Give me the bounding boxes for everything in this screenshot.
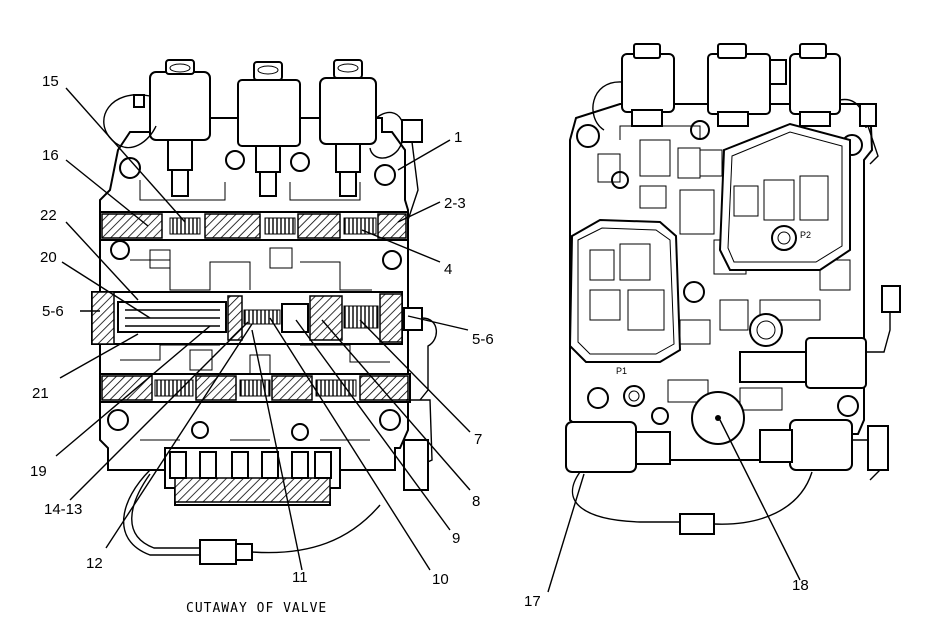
boss — [107, 409, 129, 431]
callout-5-6-left: 5-6 — [42, 303, 64, 320]
boss — [110, 240, 130, 260]
bottom-solenoid-left — [565, 421, 671, 473]
boss — [191, 421, 209, 439]
ext-solenoid-3 — [789, 43, 841, 127]
side-valve — [739, 351, 811, 383]
right-callouts: 17 18 — [524, 577, 809, 610]
caption: CUTAWAY OF VALVE — [186, 601, 327, 616]
center-port — [749, 313, 783, 347]
lower-gasket-plate — [568, 218, 682, 363]
boss — [290, 152, 310, 172]
leader-lines — [55, 87, 471, 571]
callout-22: 22 — [40, 207, 57, 224]
callout-1: 1 — [454, 129, 462, 146]
callout-2-3: 2-3 — [444, 195, 466, 212]
boss — [374, 164, 396, 186]
callout-14-13: 14-13 — [44, 501, 82, 518]
boss — [379, 409, 401, 431]
cutaway-view — [55, 59, 471, 571]
exterior-view: P2 P1 — [547, 43, 901, 593]
callout-12: 12 — [86, 555, 103, 572]
casting-mark-p1: P1 — [616, 366, 627, 376]
callout-16: 16 — [42, 147, 59, 164]
ext-solenoid-1 — [621, 43, 675, 127]
boss — [119, 157, 141, 179]
spool-20 — [117, 301, 227, 333]
callout-7: 7 — [474, 431, 482, 448]
top-solenoid-1 — [149, 59, 211, 197]
callout-19: 19 — [30, 463, 47, 480]
boss — [291, 423, 309, 441]
bottom-solenoid-right — [759, 419, 853, 471]
callout-20: 20 — [40, 249, 57, 266]
callout-15: 15 — [42, 73, 59, 90]
side-connector — [403, 439, 429, 491]
callout-21: 21 — [32, 385, 49, 402]
callout-4: 4 — [444, 261, 452, 278]
callout-9: 9 — [452, 530, 460, 547]
callout-5-6-right: 5-6 — [472, 331, 494, 348]
callout-17: 17 — [524, 593, 541, 610]
ext-connector-side — [881, 285, 901, 313]
callout-8: 8 — [472, 493, 480, 510]
wire-clip — [133, 94, 145, 108]
callout-11: 11 — [292, 569, 308, 586]
callout-10: 10 — [432, 571, 449, 588]
boss — [225, 150, 245, 170]
top-solenoid-3 — [319, 59, 377, 197]
bottom-connector — [199, 539, 237, 565]
ext-solenoid-2 — [707, 43, 787, 127]
casting-mark-p2: P2 — [800, 230, 811, 240]
boss — [382, 250, 402, 270]
ext-connector-top — [859, 103, 877, 127]
top-solenoid-2 — [237, 61, 301, 197]
upper-gasket-plate — [718, 122, 851, 271]
left-callouts: 15 16 22 20 5-6 21 19 14-13 12 11 10 9 8… — [30, 73, 494, 616]
wire-harness-right — [369, 111, 405, 159]
ext-connector-bottom-right — [867, 425, 889, 471]
callout-18: 18 — [792, 577, 809, 594]
connector-1 — [401, 119, 423, 143]
side-solenoid — [805, 337, 867, 389]
ext-bottom-connector — [679, 513, 715, 535]
